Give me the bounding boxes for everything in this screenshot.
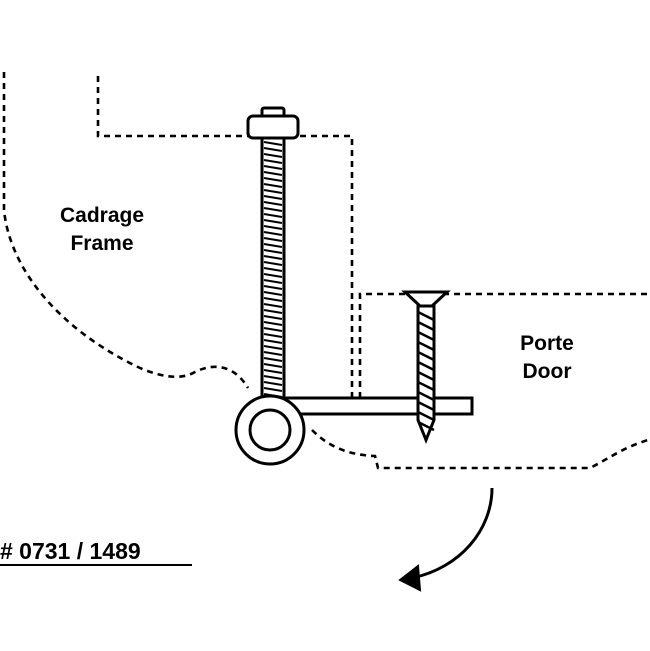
door-label-fr: Porte (520, 332, 574, 355)
rod-thread-line (263, 153, 283, 158)
rod-thread-line (263, 369, 283, 374)
frame-outline (2, 72, 250, 389)
rod-thread-line (263, 171, 283, 176)
rod-thread-line (263, 345, 283, 350)
screw-thread-line (417, 360, 435, 372)
frame-label-fr: Cadrage (60, 204, 144, 227)
rod-thread-line (263, 219, 283, 224)
rod-thread-line (263, 339, 283, 344)
door-bottom-outline (311, 429, 649, 470)
frame-label-en: Frame (70, 232, 133, 255)
rod-thread-line (263, 279, 283, 284)
screw-thread-line (417, 340, 435, 352)
rod-thread-line (263, 333, 283, 338)
screw-thread-line (417, 390, 435, 402)
rod-thread-line (263, 261, 283, 266)
rod-thread-line (263, 213, 283, 218)
screw-thread-line (417, 420, 435, 432)
frame-rebate-outline (96, 76, 354, 398)
rod-thread-line (263, 351, 283, 356)
rod-thread-line (263, 273, 283, 278)
rod-thread-line (263, 357, 283, 362)
rod-thread-line (263, 381, 283, 386)
screw-thread-line (417, 370, 435, 382)
rod-thread-line (263, 225, 283, 230)
rod-thread-line (263, 315, 283, 320)
hinge-leaf (282, 396, 474, 416)
rod-thread-line (263, 387, 283, 392)
rod-thread-line (263, 375, 283, 380)
rod-thread-line (263, 159, 283, 164)
rod-thread-line (263, 177, 283, 182)
rod-thread-line (263, 363, 283, 368)
rod-thread-line (263, 297, 283, 302)
screw-thread-line (417, 320, 435, 332)
part-number: # 0731 / 1489 (0, 538, 141, 564)
rod-thread-line (263, 141, 283, 146)
rod-thread-line (263, 207, 283, 212)
door-outline (358, 292, 648, 398)
rod-thread-line (263, 237, 283, 242)
wood-screw (401, 290, 451, 445)
rod-thread-line (263, 147, 283, 152)
screw-thread-line (417, 380, 435, 392)
rod-thread-line (263, 165, 283, 170)
rod-thread-line (263, 183, 283, 188)
door-label-en: Door (523, 360, 572, 383)
rod-thread-line (263, 195, 283, 200)
rod-thread-line (263, 255, 283, 260)
rod-thread-line (263, 321, 283, 326)
rod-thread-line (263, 285, 283, 290)
hinge-knuckle (234, 394, 306, 466)
screw-thread-line (417, 400, 435, 412)
rod-thread-line (263, 327, 283, 332)
screw-thread-line (417, 410, 435, 422)
screw-thread-line (417, 350, 435, 362)
rod-thread-line (263, 231, 283, 236)
threaded-rod (260, 134, 286, 400)
rod-cap (246, 106, 300, 140)
rotation-arrow (398, 487, 494, 592)
screw-thread-line (417, 330, 435, 342)
rod-thread-line (263, 267, 283, 272)
screw-thread-line (417, 310, 435, 322)
rod-thread-line (263, 243, 283, 248)
rod-thread-line (263, 189, 283, 194)
rod-thread-line (263, 303, 283, 308)
rod-thread-line (263, 201, 283, 206)
rod-thread-line (263, 309, 283, 314)
rod-thread-line (263, 291, 283, 296)
rod-thread-line (263, 249, 283, 254)
